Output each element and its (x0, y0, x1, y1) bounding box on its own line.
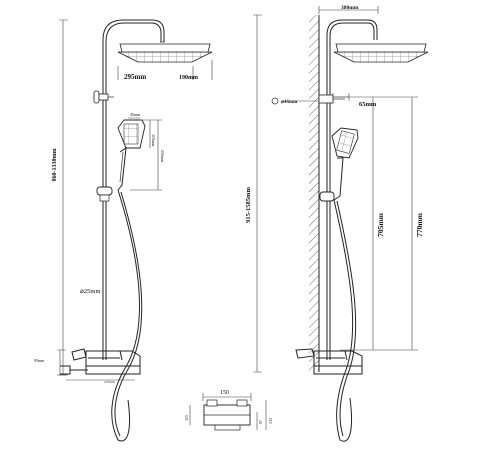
hand-shower (331, 127, 359, 201)
left-shower-view: 295mm 190mm 45mm 110mm 250mm ⌀25mm (34, 19, 213, 442)
right-shower-view: 380mm ⌀46mm 65mm (245, 5, 429, 442)
rain-shower-head (333, 43, 429, 63)
wall-hatching (309, 15, 319, 370)
right-height-label: 915-1585mm (245, 187, 252, 223)
valve-height-right-1-label: 97 (258, 420, 263, 424)
pipe-diameter-label: ⌀25mm (80, 288, 101, 295)
hand-width-label: 45mm (130, 112, 141, 117)
head-width-label: 190mm (179, 75, 198, 81)
hand-length-label: 110mm (151, 134, 156, 147)
total-drop-label: 770mm (415, 212, 424, 236)
left-height-label: 860-1330mm (52, 149, 58, 182)
slide-height-label: 705mm (376, 212, 385, 236)
valve-height-right-2-label: 135 (268, 418, 273, 424)
base-height-label: 95mm (34, 358, 45, 363)
wall-bracket-upper (93, 90, 114, 104)
base-width-label: 107mm (104, 380, 115, 384)
valve-width-label: 150 (220, 390, 229, 396)
wall-bracket-upper (318, 94, 345, 104)
offset-label: 65mm (359, 101, 377, 108)
slider-bracket (319, 191, 335, 202)
slider-diameter-label: ⌀46mm (281, 100, 298, 105)
slider-diameter-icon (271, 97, 279, 105)
valve-detail-view: 150 115 97 135 (184, 390, 273, 431)
hand-shower (117, 119, 146, 191)
slider-bracket (96, 186, 113, 202)
thermostatic-mixer (295, 348, 363, 375)
thermostatic-mixer (60, 348, 141, 375)
arm-length-label: 380mm (341, 5, 359, 11)
rain-shower-head (117, 41, 213, 63)
valve-height-left-label: 115 (184, 415, 189, 421)
head-length-label: 295mm (124, 73, 146, 81)
hand-total-label: 250mm (160, 150, 165, 163)
